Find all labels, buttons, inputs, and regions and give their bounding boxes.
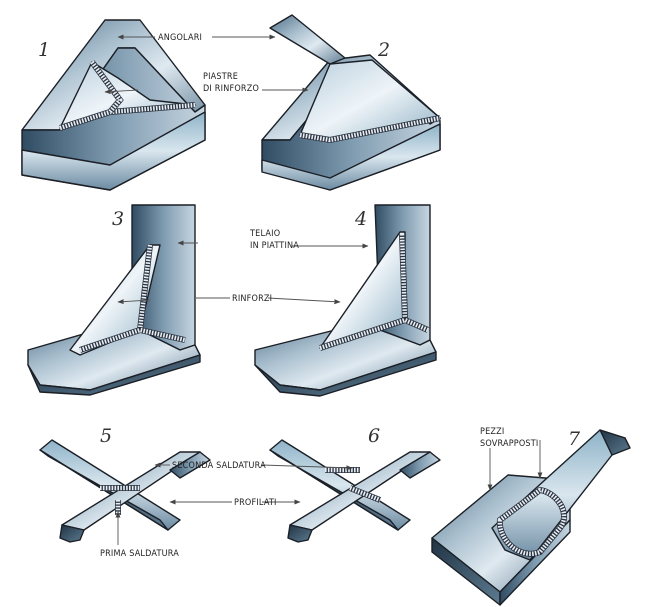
figure-3-flat-frame-with-gusset [27, 204, 201, 396]
lower-profile-web-6 [269, 449, 399, 531]
figure-5-crossed-profiles [39, 439, 211, 545]
label-telaio-line1: TELAIO [249, 229, 280, 239]
label-profilati: PROFILATI [234, 498, 277, 508]
figure-number-5: 5 [100, 425, 112, 447]
upper-profile-top-6 [399, 451, 441, 479]
figure-4-flat-frame-with-gusset [254, 204, 437, 397]
callout-arrows [117, 34, 369, 505]
figure-7-overlapped-pieces [431, 429, 631, 606]
callout-labels: ANGOLARI PIASTRE DI RINFORZO TELAIO IN P… [100, 33, 539, 559]
figure-1-angle-with-gusset [21, 19, 206, 191]
label-pezzi-line2: SOVRAPPOSTI [480, 439, 539, 449]
label-angolari: ANGOLARI [158, 33, 202, 43]
upper-profile-top-5 [169, 451, 211, 479]
arrow-gusset-3 [117, 299, 151, 305]
label-prima-saldatura: PRIMA SALDATURA [100, 549, 179, 559]
figure-numbers: 1 2 3 4 5 6 7 [38, 39, 581, 450]
figure-number-1: 1 [38, 39, 50, 61]
flat-bar-front-4 [254, 351, 437, 397]
arrow-gusset-1 [104, 89, 139, 95]
arrow-seconda-right [261, 464, 353, 471]
flat-bar-front-3 [27, 354, 201, 396]
figure-2-angle-with-plate [261, 14, 441, 191]
upper-profile-end-5 [59, 524, 85, 543]
label-rinforzi: RINFORZI [232, 294, 272, 304]
angle-front-face-1 [21, 111, 206, 191]
label-seconda-saldatura: SECONDA SALDATURA [172, 461, 266, 471]
angle-front-face-2 [261, 123, 441, 191]
label-telaio-line2: IN PIATTINA [250, 241, 299, 251]
label-pezzi-line1: PEZZI [480, 427, 504, 437]
figure-number-6: 6 [368, 425, 380, 447]
upper-profile-end-6 [287, 524, 313, 543]
figure-number-7: 7 [568, 428, 581, 450]
angle-flange-left-2 [269, 14, 346, 65]
label-piastre-line1: PIASTRE [203, 72, 238, 82]
figure-number-3: 3 [112, 208, 124, 230]
figure-6-crossed-profiles [269, 439, 441, 543]
figure-number-4: 4 [354, 208, 367, 230]
lower-profile-6 [269, 439, 411, 531]
arrow-rinforzi [267, 297, 341, 305]
figure-number-2: 2 [377, 39, 390, 61]
overlapped-bar-end-7 [599, 429, 631, 456]
label-piastre-line2: DI RINFORZO [203, 84, 259, 94]
